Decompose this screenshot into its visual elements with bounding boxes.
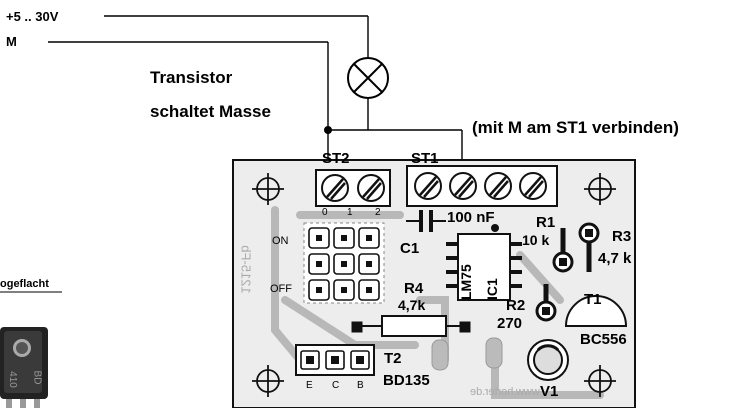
t2-pin-b: B	[357, 380, 364, 391]
body-print-a: 410	[6, 371, 18, 388]
annotation-line1: Transistor	[150, 68, 233, 87]
r3-label: R3	[612, 228, 632, 245]
flattened-label: ogeflacht	[0, 278, 49, 290]
t1-type: BC556	[580, 331, 627, 348]
ic1-type: LM75	[458, 264, 474, 300]
ic1-lm75	[446, 224, 522, 301]
on-label: ON	[272, 235, 289, 247]
t1-label: T1	[584, 291, 602, 308]
v1-label: V1	[540, 383, 559, 400]
connect-note: (mit M am ST1 verbinden)	[472, 118, 679, 137]
c1-value: 100 nF	[447, 209, 495, 226]
body-print-b: BD	[31, 370, 43, 385]
st2-label: ST2	[322, 150, 350, 167]
r3-value: 4,7 k	[598, 250, 632, 267]
transistor-t1	[564, 295, 628, 327]
junction-dot	[324, 126, 332, 134]
st2-pin-0: 0	[322, 207, 328, 218]
r2-value: 270	[497, 315, 523, 332]
t2-type: BD135	[383, 372, 430, 389]
c1-label: C1	[400, 240, 420, 257]
r1-label: R1	[536, 214, 556, 231]
st2-pin-1: 1	[347, 207, 353, 218]
r2-label: R2	[506, 297, 526, 314]
pcb-board	[232, 159, 636, 409]
annotation-line2: schaltet Masse	[150, 102, 271, 121]
capacitor-c1	[406, 210, 446, 232]
mirror-board-label: 1215-Fb	[238, 245, 254, 294]
mirror-url: www.horter.de	[470, 386, 540, 398]
st1-terminal	[406, 165, 558, 207]
r4-value: 4,7k	[398, 297, 426, 313]
transistor-bd135-drawing	[0, 291, 62, 408]
resistor-r4	[351, 315, 471, 337]
r4-label: R4	[404, 280, 424, 297]
st2-terminal	[315, 169, 391, 207]
st1-label: ST1	[411, 150, 439, 167]
t2-pin-e: E	[306, 380, 313, 391]
supply-voltage-label: +5 .. 30V	[6, 9, 59, 24]
jumper-block	[303, 222, 385, 304]
lamp-icon	[347, 57, 389, 99]
t2-label: T2	[384, 350, 402, 367]
t2-pin-c: C	[332, 380, 340, 391]
supply-wires	[48, 15, 463, 172]
transistor-t2	[295, 344, 375, 376]
ic1-label: IC1	[484, 278, 500, 300]
st2-pin-2: 2	[375, 207, 381, 218]
led-v1	[527, 339, 569, 381]
r1-value: 10 k	[522, 232, 550, 248]
off-label: OFF	[270, 283, 292, 295]
ground-label: M	[6, 34, 17, 49]
